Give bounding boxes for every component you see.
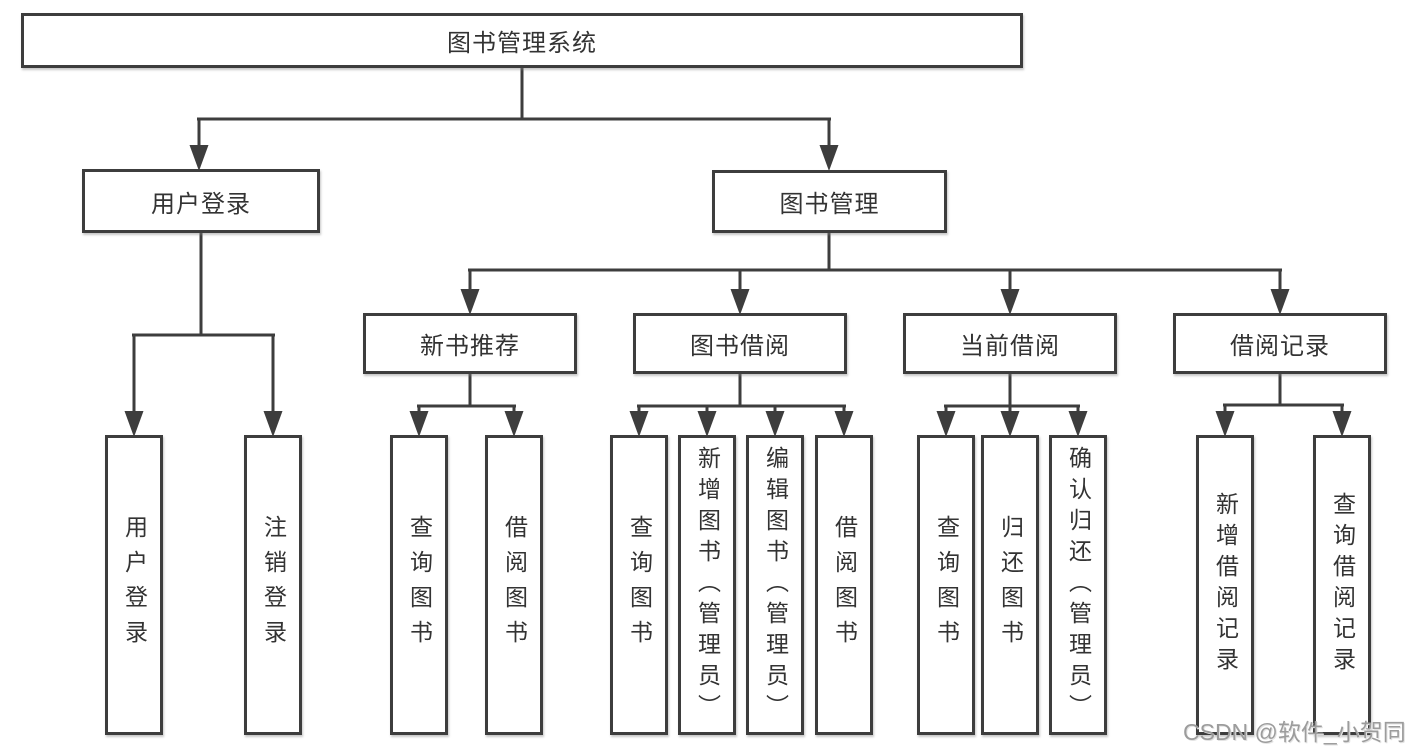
arrow-icon bbox=[1000, 289, 1020, 315]
connector-root-to-level2 bbox=[197, 66, 831, 147]
node-new-book-recommend: 新书推荐 bbox=[363, 313, 577, 374]
arrow-icon bbox=[263, 411, 283, 437]
leaf-query-books-current: 查询图书 bbox=[917, 435, 975, 735]
arrow-icon bbox=[765, 411, 785, 437]
node-system-root: 图书管理系统 bbox=[21, 13, 1023, 68]
connector-bookmgmt-to-level3 bbox=[468, 231, 1282, 292]
leaf-add-borrow-record: 新增借阅记录 bbox=[1196, 435, 1254, 735]
connector-userlogin-to-leaves bbox=[132, 231, 275, 414]
leaf-query-borrow-record: 查询借阅记录 bbox=[1313, 435, 1371, 735]
arrow-icon bbox=[697, 411, 717, 437]
connector-bookborrow-to-leaves bbox=[637, 372, 846, 414]
leaf-add-book-admin: 新增图书（管理员） bbox=[678, 435, 736, 735]
arrow-icon bbox=[124, 411, 144, 437]
arrow-icon bbox=[189, 145, 209, 171]
arrow-icon bbox=[1068, 411, 1088, 437]
arrow-icon bbox=[1215, 411, 1235, 437]
node-borrow-records: 借阅记录 bbox=[1173, 313, 1387, 374]
arrow-icon bbox=[409, 411, 429, 437]
leaf-logout: 注销登录 bbox=[244, 435, 302, 735]
arrow-icon bbox=[504, 411, 524, 437]
node-user-login: 用户登录 bbox=[82, 169, 320, 233]
leaf-return-book: 归还图书 bbox=[981, 435, 1039, 735]
connector-currentborrow-to-leaves bbox=[944, 372, 1080, 414]
node-book-borrow: 图书借阅 bbox=[633, 313, 847, 374]
arrow-icon bbox=[1270, 289, 1290, 315]
csdn-watermark: CSDN @软件_小贺同学 bbox=[1183, 719, 1405, 745]
connector-records-to-leaves bbox=[1223, 372, 1344, 414]
arrow-icon bbox=[460, 289, 480, 315]
arrow-icon bbox=[629, 411, 649, 437]
arrow-icon bbox=[834, 411, 854, 437]
arrow-icon bbox=[819, 145, 839, 171]
node-current-borrow: 当前借阅 bbox=[903, 313, 1117, 374]
arrow-icon bbox=[730, 289, 750, 315]
leaf-user-login: 用户登录 bbox=[105, 435, 163, 735]
arrow-icon bbox=[1332, 411, 1352, 437]
leaf-query-books-recommend: 查询图书 bbox=[390, 435, 448, 735]
leaf-query-books-borrow: 查询图书 bbox=[610, 435, 668, 735]
connector-newbook-to-leaves bbox=[417, 372, 516, 414]
leaf-borrow-books-recommend: 借阅图书 bbox=[485, 435, 543, 735]
arrow-icon bbox=[936, 411, 956, 437]
leaf-borrow-books: 借阅图书 bbox=[815, 435, 873, 735]
leaf-edit-book-admin: 编辑图书（管理员） bbox=[746, 435, 804, 735]
node-book-management: 图书管理 bbox=[712, 170, 947, 233]
arrowheads bbox=[124, 145, 1352, 437]
arrow-icon bbox=[1000, 411, 1020, 437]
leaf-confirm-return-admin: 确认归还（管理员） bbox=[1049, 435, 1107, 735]
